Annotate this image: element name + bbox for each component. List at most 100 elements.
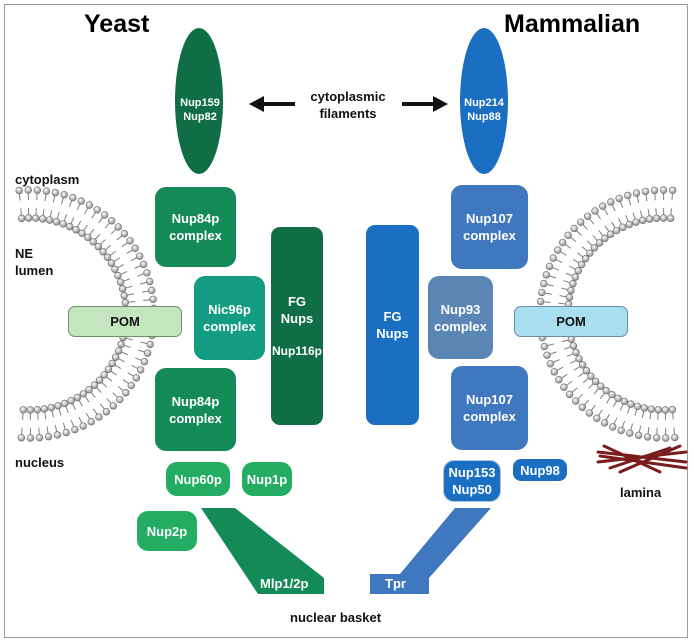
lipid-head [625,220,633,229]
lipid-head [31,214,40,222]
yeast-fg-nups: FG Nups Nup116p [271,227,323,425]
lipid-head [632,218,640,226]
mammalian-filament-label: Nup214 Nup88 [460,96,508,124]
lipid-head [586,249,594,257]
lipid-head [85,201,94,209]
lipid-head [640,404,649,412]
lipid-head [578,403,587,411]
lipid-head [540,279,548,288]
cytoplasm-label: cytoplasm [15,172,80,187]
lipid-head [51,188,60,197]
lipid-head [108,359,116,368]
lipid-head [35,433,44,442]
yeast-filament-label: Nup159 Nup82 [176,96,224,124]
lipid-head [90,381,99,389]
lipid-head [654,406,663,414]
lipid-head [578,260,586,269]
nup116p-label: Nup116p [271,343,322,358]
lipid-head [139,260,148,269]
lipid-head [135,252,144,260]
lipid-head [572,348,580,357]
lipid-head [114,271,122,280]
lipid-head [565,390,574,399]
lipid-head [127,381,136,390]
lipid-head [570,224,578,233]
lipid-head [99,248,107,256]
lipid-head [564,231,572,239]
lipid-head [545,262,554,271]
lipid-head [633,402,642,410]
lipid-head [71,425,79,434]
nucleus-label: nucleus [15,455,65,470]
lipid-head [72,226,80,234]
lipid-head [606,230,615,238]
yeast-nup2p: Nup2p [137,511,197,551]
diagram-frame [4,4,688,638]
lipid-head [612,226,621,235]
lipid-head [79,422,87,430]
mammalian-cytoplasmic-filament [460,28,508,174]
lipid-head [668,186,677,195]
lipid-head [33,186,42,194]
lipid-head [121,298,130,307]
lipid-head [116,395,124,404]
lipid-head [593,414,601,422]
lipid-head [572,397,580,405]
lipid-head [117,340,125,349]
mammalian-pom-bar: POM [514,306,628,337]
lipid-head [585,409,594,417]
lipid-head [597,382,605,390]
lipid-head [554,246,562,254]
lipid-head [149,295,157,304]
lipid-head [620,397,629,406]
lipid-head [19,406,28,414]
lipid-head [15,186,23,195]
mammalian-title: Mammalian [504,10,641,38]
lipid-head [659,214,668,222]
lipid-head [608,390,616,399]
lipid-head [565,293,574,302]
lipid-head [590,244,599,252]
lipid-head [40,405,49,413]
lipid-head [126,237,134,245]
lipid-head [555,376,563,384]
lipid-head [634,431,643,440]
lipid-head [536,297,545,306]
ne-lumen-label: NE lumen [15,245,53,279]
lipid-head [639,216,647,225]
lipid-head [42,187,51,195]
lipid-head [143,269,151,277]
lipid-head [569,279,577,288]
lipid-head [549,254,558,262]
lipid-head [577,218,585,226]
lipid-head [77,197,85,205]
lipid-head [136,366,145,374]
lipid-head [73,393,82,402]
lipid-head [540,342,549,351]
lipid-head [114,223,122,231]
lipid-head [84,233,92,242]
lipid-head [45,216,54,224]
lipid-head [143,349,152,357]
lipid-head [617,426,625,435]
lipid-head [17,214,26,223]
lipid-head [614,394,622,402]
mammalian-nup98: Nup98 [513,459,567,481]
mammalian-basket-strand [370,508,491,594]
lipid-head [62,428,70,437]
lipid-head [567,286,575,295]
lipid-head [647,405,656,413]
ne-label: NE [15,246,34,261]
lipid-head [67,397,75,405]
lipid-head [54,402,62,410]
yeast-basket-label: Mlp1/2p [260,576,309,591]
lipid-head [627,400,635,408]
cytoplasmic-filaments-line2: filaments [319,106,377,121]
lipid-head [103,253,112,262]
lipid-head [59,220,67,228]
lipid-head [574,267,583,275]
lipid-head [543,351,551,359]
lipid-head [65,222,74,231]
